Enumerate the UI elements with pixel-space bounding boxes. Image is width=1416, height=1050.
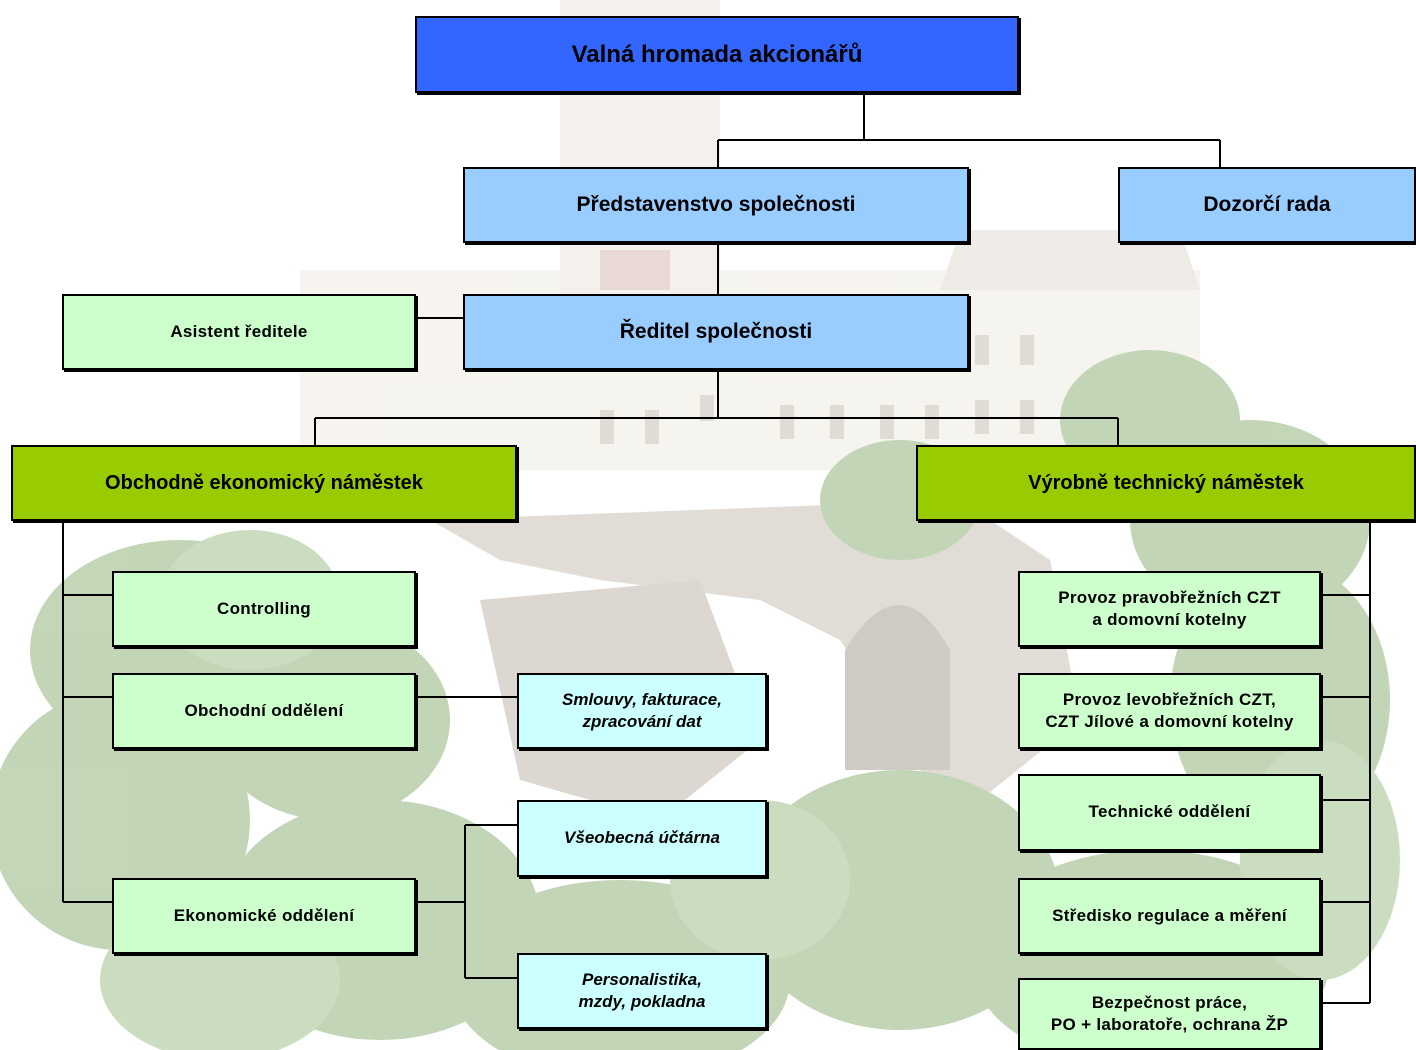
- node-stredisko-regulace: Středisko regulace a měření: [1018, 878, 1321, 954]
- connector-ekonomicke-subunits: [416, 824, 517, 979]
- node-reditel: Ředitel společnosti: [463, 294, 969, 370]
- connector-director-deputies: [314, 370, 1119, 445]
- connector-top: [717, 93, 1221, 167]
- node-bezpecnost-prace: Bezpečnost práce, PO + laboratoře, ochra…: [1018, 978, 1321, 1050]
- node-dozorci-rada: Dozorčí rada: [1118, 167, 1416, 243]
- node-provoz-pravobreznich: Provoz pravobřežních CZT a domovní kotel…: [1018, 571, 1321, 647]
- node-personalistika: Personalistika, mzdy, pokladna: [517, 953, 767, 1029]
- node-obchodni-oddeleni: Obchodní oddělení: [112, 673, 416, 749]
- node-asistent-reditele: Asistent ředitele: [62, 294, 416, 370]
- node-smlouvy-fakturace: Smlouvy, fakturace, zpracování dat: [517, 673, 767, 749]
- connector-left-tree: [62, 521, 112, 903]
- node-vyrobne-technicky-namestek: Výrobně technický náměstek: [916, 445, 1416, 521]
- node-provoz-levobreznich: Provoz levobřežních CZT, CZT Jílové a do…: [1018, 673, 1321, 749]
- node-predstavenstvo: Představenstvo společnosti: [463, 167, 969, 243]
- node-controlling: Controlling: [112, 571, 416, 647]
- node-obchodne-ekonomicky-namestek: Obchodně ekonomický náměstek: [11, 445, 517, 521]
- node-vseobecna-uctarna: Všeobecná účtárna: [517, 800, 767, 877]
- node-valna-hromada: Valná hromada akcionářů: [415, 16, 1019, 93]
- node-ekonomicke-oddeleni: Ekonomické oddělení: [112, 878, 416, 954]
- node-technicke-oddeleni: Technické oddělení: [1018, 774, 1321, 851]
- connector-right-tree: [1321, 521, 1371, 1004]
